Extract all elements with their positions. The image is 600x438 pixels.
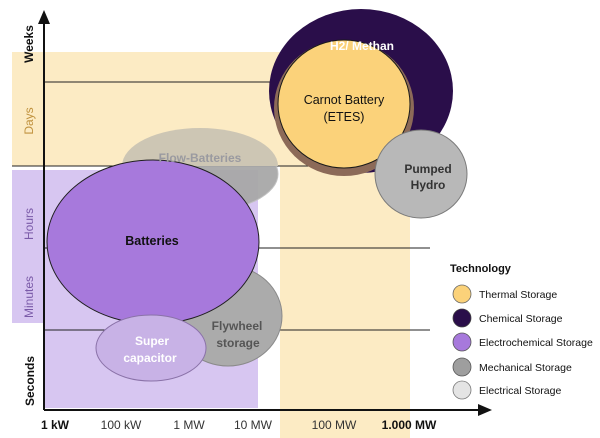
legend-swatch-thermal <box>452 284 472 304</box>
label-supercap-line1: Super <box>135 334 169 348</box>
x-tick-100mw: 100 MW <box>312 418 357 432</box>
bubble-flow-top-tint <box>122 128 278 166</box>
electrochemical-left-band <box>12 170 46 323</box>
y-tick-weeks: Weeks <box>22 25 36 63</box>
x-tick-1000mw: 1.000 MW <box>382 418 437 432</box>
y-tick-hours: Hours <box>22 208 36 240</box>
x-tick-1kw: 1 kW <box>41 418 70 432</box>
label-carnot-line1: Carnot Battery <box>304 93 385 107</box>
label-supercap-line2: capacitor <box>123 351 177 365</box>
legend: Technology Thermal Storage Chemical Stor… <box>450 263 593 400</box>
legend-swatch-chemical <box>452 308 472 328</box>
y-tick-minutes: Minutes <box>22 276 36 318</box>
legend-title: Technology <box>450 263 512 275</box>
legend-swatch-mechanical <box>452 357 472 377</box>
legend-swatch-electrical <box>452 380 472 400</box>
x-tick-1mw: 1 MW <box>173 418 205 432</box>
bubble-carnot-battery <box>277 39 411 169</box>
y-tick-days: Days <box>22 107 36 134</box>
x-axis-arrowhead <box>478 404 492 416</box>
bubble-supercapacitor <box>95 314 207 382</box>
legend-swatch-electrochemical <box>452 332 472 352</box>
label-batteries: Batteries <box>125 234 179 248</box>
bubble-pumped-hydro <box>374 129 468 219</box>
y-tick-seconds: Seconds <box>23 356 37 406</box>
y-axis-arrowhead <box>38 10 50 24</box>
label-carnot-line2: (ETES) <box>324 110 365 124</box>
label-flywheel-line1: Flywheel <box>212 319 263 333</box>
label-pumped-line1: Pumped <box>404 162 451 176</box>
legend-label-thermal: Thermal Storage <box>479 289 557 301</box>
x-tick-10mw: 10 MW <box>234 418 273 432</box>
legend-label-electrical: Electrical Storage <box>479 385 561 397</box>
x-tick-100kw: 100 kW <box>101 418 142 432</box>
label-flow-batteries: Flow-Batteries <box>159 151 242 165</box>
label-pumped-line2: Hydro <box>411 178 446 192</box>
label-flywheel-line2: storage <box>216 336 260 350</box>
legend-label-mechanical: Mechanical Storage <box>479 362 572 374</box>
label-h2-methan: H2/ Methan <box>330 39 394 53</box>
legend-label-chemical: Chemical Storage <box>479 313 563 325</box>
legend-label-electrochemical: Electrochemical Storage <box>479 337 593 349</box>
